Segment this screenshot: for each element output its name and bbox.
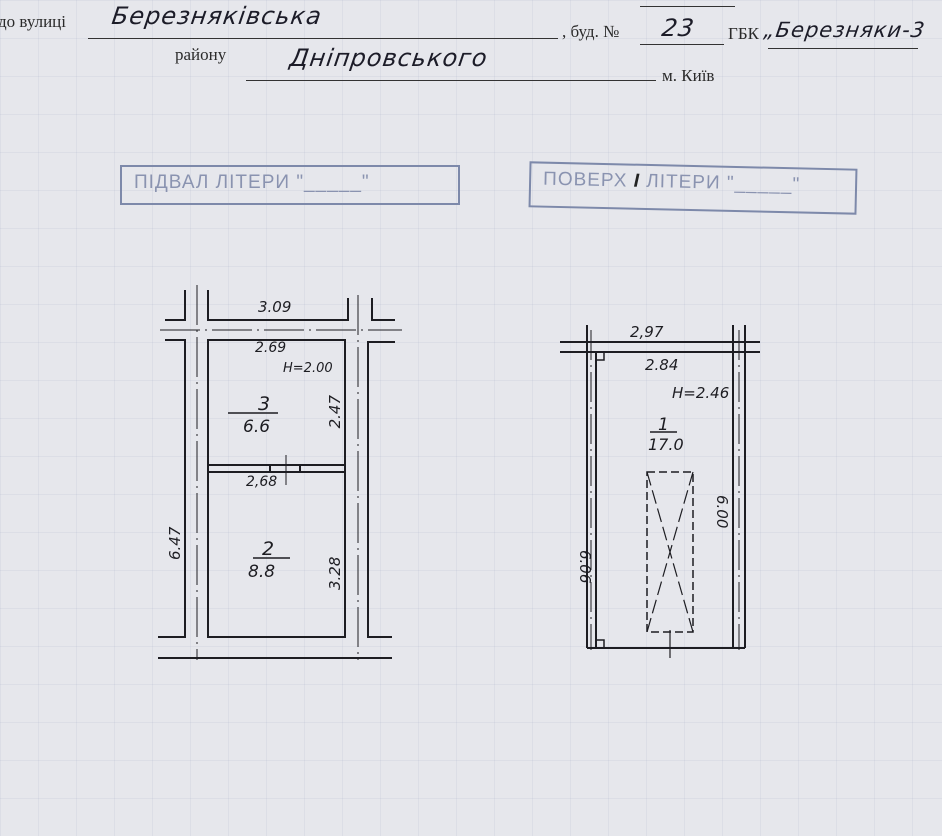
gbk-underline <box>768 48 918 49</box>
basement-outer-width: 3.09 <box>258 298 291 316</box>
basement-plan <box>158 285 402 660</box>
partition-width: 2,68 <box>246 474 277 490</box>
room3-number: 3 <box>258 393 270 415</box>
building-label: , буд. № <box>562 22 620 41</box>
basement-inner-width: 2.69 <box>255 340 286 356</box>
floor-outer-width: 2,97 <box>630 323 664 341</box>
room2-number: 2 <box>262 538 274 560</box>
floor-height: H=2.46 <box>672 384 729 402</box>
room2-area: 8.8 <box>248 562 275 582</box>
room1-number: 1 <box>658 415 669 435</box>
floor-pit-cross <box>646 471 694 633</box>
basement-height: H=2.00 <box>283 361 333 376</box>
floor-corner-marks <box>596 351 605 649</box>
city-label: м. Київ <box>662 66 715 85</box>
street-label: до вулиці <box>0 12 66 31</box>
basement-wall-left-outer <box>158 290 186 638</box>
floor-right-length: 6.00 <box>713 495 731 528</box>
room1-area: 17.0 <box>648 435 684 454</box>
room3-length: 2.47 <box>326 395 344 429</box>
district-underline <box>246 80 656 81</box>
floor-walls-side <box>586 325 746 648</box>
top-underline <box>640 6 735 7</box>
room2-length: 3.28 <box>326 557 344 590</box>
basement-axis-lines <box>160 285 402 660</box>
gbk-label: ГБК <box>728 24 759 43</box>
floor-plan <box>560 325 760 658</box>
floor-inner-width: 2.84 <box>645 356 678 374</box>
basement-stamp: ПІДВАЛ ЛІТЕРИ "_____" <box>120 165 460 205</box>
basement-total-length: 6.47 <box>166 526 184 560</box>
street-underline <box>88 38 558 39</box>
basement-interior <box>207 339 346 638</box>
basement-area-dividers <box>228 412 290 559</box>
district-label: району <box>175 45 227 64</box>
basement-wall-top <box>207 290 395 638</box>
basement-partition <box>208 464 345 473</box>
floor-axis-lines <box>590 330 740 650</box>
building-underline <box>640 44 724 45</box>
floor-wall-top <box>560 341 760 353</box>
room3-area: 6.6 <box>243 417 270 437</box>
floor-left-length: 6.06 <box>576 550 594 583</box>
